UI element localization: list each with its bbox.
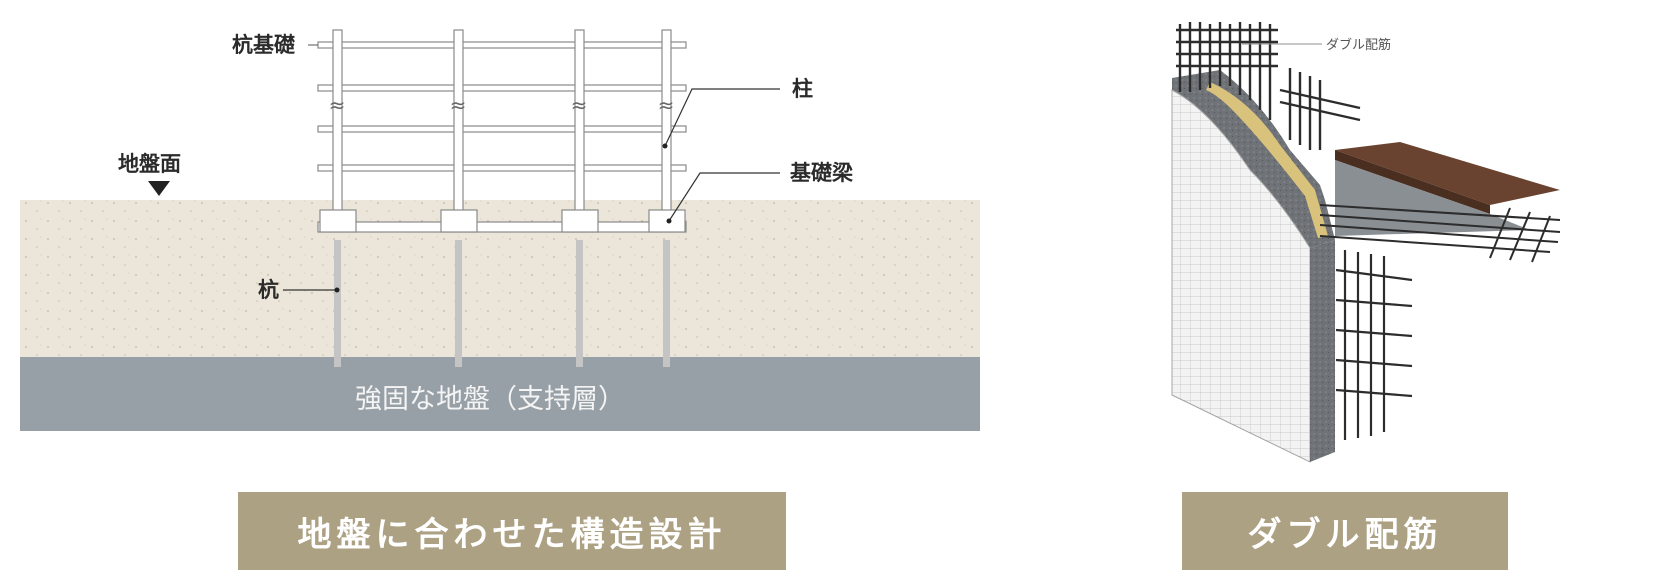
ground-surface-label: 地盤面	[118, 152, 181, 176]
foundation-beam-label: 基礎梁	[790, 161, 854, 185]
break-mark: ≈	[571, 93, 588, 117]
pile	[455, 240, 462, 367]
slab-underside	[1335, 160, 1530, 236]
pile-foundation-label: 杭基礎	[232, 33, 295, 57]
floor-beam	[317, 164, 687, 172]
side-rebar	[1335, 250, 1413, 440]
break-mark: ≈	[658, 93, 675, 117]
pile-cap	[440, 209, 478, 233]
column	[574, 29, 585, 231]
pile	[663, 240, 670, 367]
pile-label: 杭	[258, 278, 279, 302]
pile-foundation-diagram: 強固な地盤（支持層） ≈ ≈ ≈ ≈ 杭基礎 地盤面 柱	[20, 29, 980, 431]
break-mark: ≈	[450, 93, 467, 117]
floor-slab	[1335, 142, 1560, 205]
column-leader-line	[664, 88, 780, 147]
foundation-beam-leader-dot	[666, 218, 672, 224]
double-rebar-caption: ダブル配筋	[1182, 492, 1508, 570]
column	[453, 29, 464, 231]
floor-beam	[317, 84, 687, 92]
double-rebar-illustration: ダブル配筋	[1171, 22, 1561, 463]
floor-slab-edge	[1335, 150, 1490, 214]
wall-concrete-top	[1172, 70, 1335, 248]
column-label: 柱	[792, 77, 813, 101]
break-marks: ≈ ≈ ≈ ≈	[329, 93, 675, 117]
pile-cap	[561, 209, 599, 233]
foundation-beam-leader-line	[668, 172, 780, 222]
pile	[334, 240, 341, 367]
wall-side-concrete	[1310, 240, 1335, 462]
building-frame	[317, 29, 687, 233]
break-mark: ≈	[329, 93, 346, 117]
top-rebar-cage	[1176, 22, 1361, 150]
pile-cap	[319, 209, 357, 233]
bearing-layer	[20, 357, 980, 431]
pile	[576, 240, 583, 367]
foundation-beam	[317, 221, 687, 233]
floor-beam	[317, 41, 687, 49]
double-rebar-label: ダブル配筋	[1326, 37, 1391, 53]
insulation-layer	[1206, 82, 1328, 238]
column-leader-dot	[662, 143, 668, 149]
column	[661, 29, 672, 231]
piles	[334, 240, 670, 367]
floor-beam	[317, 125, 687, 133]
pile-leader-dot	[334, 287, 340, 293]
bearing-layer-label: 強固な地盤（支持層）	[355, 384, 625, 415]
column	[332, 29, 343, 231]
slab-rebar	[1319, 204, 1561, 263]
wall-tiled-face	[1171, 89, 1311, 463]
structural-design-caption: 地盤に合わせた構造設計	[238, 492, 786, 570]
ground-surface-marker-icon	[148, 181, 170, 196]
